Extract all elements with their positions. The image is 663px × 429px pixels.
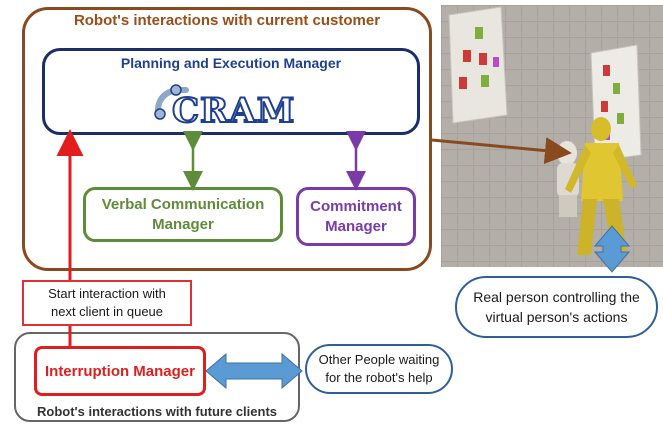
commitment-line2: Manager [325,217,387,235]
current-customer-frame [22,7,432,271]
real-person-bubble: Real person controlling the virtual pers… [455,276,658,338]
planning-execution-manager-title: Planning and Execution Manager [120,55,342,71]
start-line2: next client in queue [50,304,164,319]
other-line2: for the robot's help [325,370,433,385]
cram-logo-text: CRAM [172,91,295,128]
interruption-people-double-arrow [205,352,303,390]
verbal-line2: Manager [152,215,214,233]
other-people-bubble: Other People waiting for the robot's hel… [305,344,453,394]
verbal-line1: Verbal Communication [101,195,265,213]
real-line1: Real person controlling the [473,289,640,305]
planning-execution-manager-box [42,48,420,135]
start-interaction-box: Start interaction with next client in qu… [22,280,192,326]
cram-logo: CRAM [152,80,298,132]
other-line1: Other People waiting [318,352,440,367]
scene-pointer-arrow [431,137,572,165]
real-line2: virtual person's actions [485,309,628,325]
commitment-line1: Commitment [310,197,402,215]
future-clients-title: Robot's interactions with future clients [37,404,277,419]
start-line1: Start interaction with [48,286,166,301]
interruption-manager-box: Interruption Manager [34,346,206,396]
svg-text:CRAM: CRAM [172,91,295,128]
current-customer-title: Robot's interactions with current custom… [73,12,381,29]
interruption-manager-label: Interruption Manager [44,362,195,380]
shelf-left [448,6,508,124]
scene-person-double-arrow [593,225,631,273]
simulation-scene-image [441,5,663,267]
virtual-person-figure [565,117,637,255]
